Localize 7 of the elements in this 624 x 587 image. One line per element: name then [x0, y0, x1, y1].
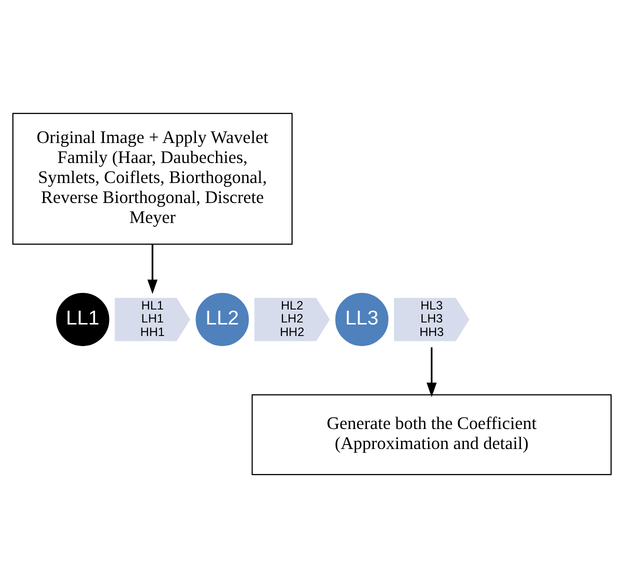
arrow: [147, 244, 158, 294]
arrow: [426, 346, 437, 397]
node-box: Original Image + Apply Wavelet Family (Haar, Daubechies, Symlets, Coiflets, Biorthogonal, Reverse Biorthogonal, Discrete Meyer: [12, 112, 293, 244]
node-circle: LL2: [193, 290, 252, 348]
node-box: Generate both the Coefficient (Approximation and detail): [252, 394, 612, 475]
node-circle: LL1: [54, 290, 112, 348]
node-circle: LL3: [333, 290, 391, 348]
